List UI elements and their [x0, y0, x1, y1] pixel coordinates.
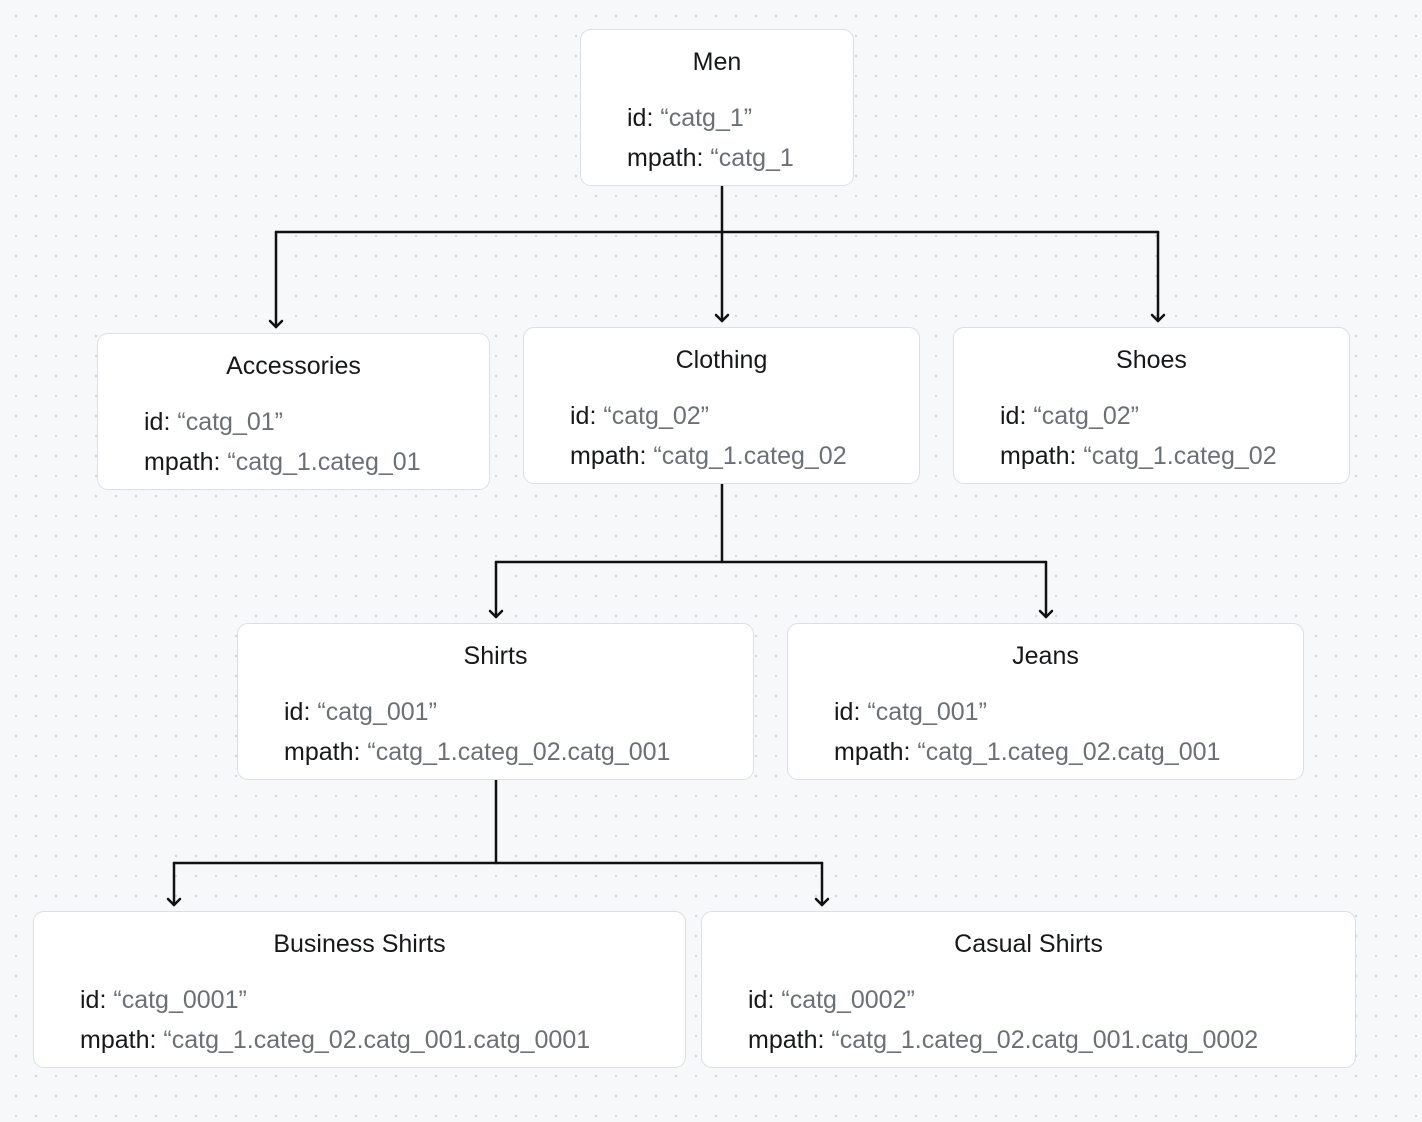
- mpath-value: “catg_1.categ_02.catg_001: [917, 738, 1221, 766]
- mpath-field: mpath: “catg_1.categ_02.catg_001.catg_00…: [80, 1024, 590, 1056]
- field-separator: :: [853, 698, 868, 726]
- mpath-value: “catg_1.categ_02: [1083, 442, 1277, 470]
- node-title: Men: [692, 48, 742, 76]
- mpath-field: mpath: “catg_1.categ_02.catg_001: [284, 736, 670, 768]
- node-title: Clothing: [675, 346, 768, 374]
- arrowhead-accessories: [268, 319, 284, 329]
- field-separator: :: [817, 1026, 832, 1054]
- mpath-field: mpath: “catg_1.categ_02: [1000, 440, 1277, 472]
- mpath-key: mpath: [748, 1026, 818, 1054]
- id-field: id: “catg_1”: [627, 102, 752, 134]
- id-value: “catg_02”: [603, 402, 709, 430]
- id-value: “catg_001”: [867, 698, 987, 726]
- mpath-value: “catg_1: [710, 144, 794, 172]
- mpath-field: mpath: “catg_1.categ_02.catg_001.catg_00…: [748, 1024, 1258, 1056]
- id-key: id: [570, 402, 590, 430]
- id-value: “catg_1”: [660, 104, 753, 132]
- arrowhead-shoes: [1150, 313, 1166, 323]
- mpath-key: mpath: [144, 448, 214, 476]
- field-separator: :: [149, 1026, 164, 1054]
- mpath-key: mpath: [1000, 442, 1070, 470]
- field-separator: :: [903, 738, 918, 766]
- field-separator: :: [213, 448, 228, 476]
- id-field: id: “catg_0002”: [748, 984, 915, 1016]
- mpath-key: mpath: [627, 144, 697, 172]
- mpath-value: “catg_1.categ_02.catg_001: [367, 738, 671, 766]
- id-value: “catg_01”: [177, 408, 283, 436]
- node-title: Shoes: [1116, 346, 1187, 374]
- mpath-field: mpath: “catg_1.categ_02: [570, 440, 847, 472]
- id-field: id: “catg_001”: [834, 696, 987, 728]
- mpath-key: mpath: [284, 738, 354, 766]
- id-key: id: [748, 986, 768, 1014]
- mpath-value: “catg_1.categ_02.catg_001.catg_0001: [163, 1026, 591, 1054]
- mpath-value: “catg_1.categ_02: [653, 442, 847, 470]
- id-key: id: [144, 408, 164, 436]
- node-title: Shirts: [463, 642, 528, 670]
- arrowhead-shirts: [488, 609, 504, 619]
- id-value: “catg_0002”: [781, 986, 915, 1014]
- id-value: “catg_0001”: [113, 986, 247, 1014]
- mpath-key: mpath: [570, 442, 640, 470]
- mpath-field: mpath: “catg_1: [627, 142, 794, 174]
- node-title: Business Shirts: [273, 930, 446, 958]
- id-value: “catg_02”: [1033, 402, 1139, 430]
- mpath-key: mpath: [834, 738, 904, 766]
- id-key: id: [834, 698, 854, 726]
- field-separator: :: [1069, 442, 1084, 470]
- id-key: id: [1000, 402, 1020, 430]
- node-title: Accessories: [226, 352, 361, 380]
- field-separator: :: [767, 986, 782, 1014]
- field-separator: :: [696, 144, 711, 172]
- field-separator: :: [303, 698, 318, 726]
- id-field: id: “catg_01”: [144, 406, 283, 438]
- arrowhead-business-shirts: [166, 897, 182, 907]
- mpath-key: mpath: [80, 1026, 150, 1054]
- field-separator: :: [589, 402, 604, 430]
- arrowhead-jeans: [1038, 609, 1054, 619]
- id-key: id: [80, 986, 100, 1014]
- id-field: id: “catg_02”: [570, 400, 709, 432]
- field-separator: :: [1019, 402, 1034, 430]
- field-separator: :: [99, 986, 114, 1014]
- mpath-value: “catg_1.categ_02.catg_001.catg_0002: [831, 1026, 1259, 1054]
- id-value: “catg_001”: [317, 698, 437, 726]
- id-field: id: “catg_001”: [284, 696, 437, 728]
- id-key: id: [627, 104, 647, 132]
- field-separator: :: [646, 104, 661, 132]
- field-separator: :: [163, 408, 178, 436]
- field-separator: :: [353, 738, 368, 766]
- id-key: id: [284, 698, 304, 726]
- mpath-value: “catg_1.categ_01: [227, 448, 421, 476]
- node-title: Jeans: [1012, 642, 1079, 670]
- node-title: Casual Shirts: [954, 930, 1103, 958]
- field-separator: :: [639, 442, 654, 470]
- arrowhead-casual-shirts: [814, 897, 830, 907]
- id-field: id: “catg_02”: [1000, 400, 1139, 432]
- arrowhead-clothing: [714, 313, 730, 323]
- mpath-field: mpath: “catg_1.categ_02.catg_001: [834, 736, 1220, 768]
- id-field: id: “catg_0001”: [80, 984, 247, 1016]
- mpath-field: mpath: “catg_1.categ_01: [144, 446, 421, 478]
